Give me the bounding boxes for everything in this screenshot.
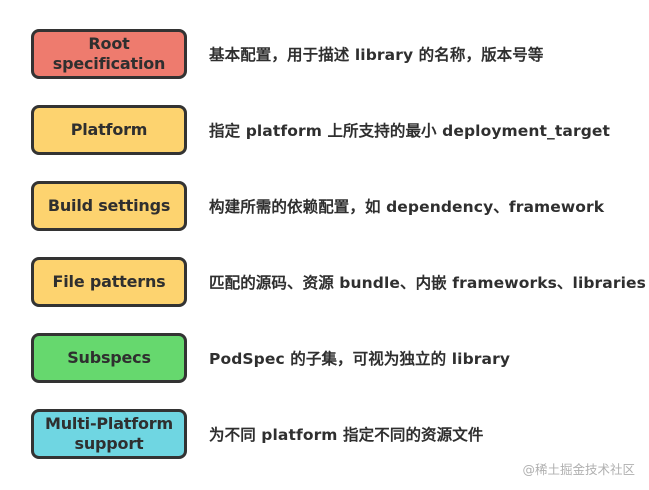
row-file-patterns: File patterns 匹配的源码、资源 bundle、内嵌 framewo… <box>0 256 649 312</box>
root-specification-box: Root specification <box>31 29 187 79</box>
root-specification-description: 基本配置，用于描述 library 的名称，版本号等 <box>209 46 544 64</box>
build-settings-box: Build settings <box>31 181 187 231</box>
subspecs-box: Subspecs <box>31 333 187 383</box>
platform-box: Platform <box>31 105 187 155</box>
file-patterns-description: 匹配的源码、资源 bundle、内嵌 frameworks、libraries <box>209 274 646 292</box>
build-settings-description: 构建所需的依赖配置，如 dependency、framework <box>209 198 605 216</box>
subspecs-description: PodSpec 的子集，可视为独立的 library <box>209 350 511 368</box>
platform-label: Platform <box>70 120 148 139</box>
root-specification-label: Root specification <box>52 34 166 73</box>
file-patterns-box: File patterns <box>31 257 187 307</box>
file-patterns-label: File patterns <box>52 272 166 291</box>
row-root-specification: Root specification 基本配置，用于描述 library 的名称… <box>0 28 649 84</box>
row-subspecs: Subspecs PodSpec 的子集，可视为独立的 library <box>0 332 649 388</box>
build-settings-label: Build settings <box>47 196 171 215</box>
watermark: @稀土掘金技术社区 <box>522 462 635 477</box>
row-multi-platform-support: Multi-Platform support 为不同 platform 指定不同… <box>0 408 649 464</box>
multi-platform-support-description: 为不同 platform 指定不同的资源文件 <box>209 426 484 444</box>
row-platform: Platform 指定 platform 上所支持的最小 deployment_… <box>0 104 649 160</box>
multi-platform-support-label: Multi-Platform support <box>45 414 173 454</box>
multi-platform-label-line1: Multi-Platform <box>45 414 173 433</box>
subspecs-label: Subspecs <box>67 348 151 367</box>
row-build-settings: Build settings 构建所需的依赖配置，如 dependency、fr… <box>0 180 649 236</box>
multi-platform-label-line2: support <box>74 434 144 453</box>
multi-platform-support-box: Multi-Platform support <box>31 409 187 459</box>
platform-description: 指定 platform 上所支持的最小 deployment_target <box>209 122 611 140</box>
